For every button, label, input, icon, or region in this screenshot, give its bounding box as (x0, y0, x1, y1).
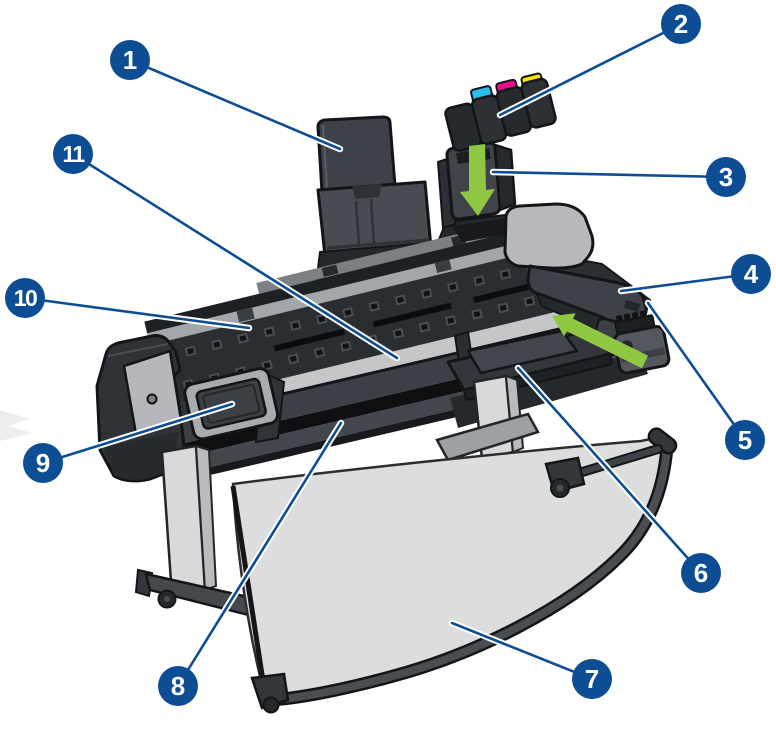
leader-line-3 (489, 168, 730, 181)
leader-line-6 (514, 364, 705, 577)
callout-10: 10 (5, 278, 45, 318)
cartridge-bay-opening (452, 218, 514, 242)
insert-printhead-arrow-icon (552, 313, 649, 369)
stand-right-leg (435, 374, 540, 462)
callout-2: 2 (661, 4, 701, 44)
screw-icon (146, 393, 158, 405)
leader-line-8 (174, 419, 345, 690)
leader-line-11 (69, 150, 401, 362)
basket-left-bracket (250, 672, 290, 710)
callout-4: 4 (731, 254, 771, 294)
front-left-wheel-icon (262, 696, 280, 714)
stand-left-leg (134, 444, 290, 688)
leader-line-7 (448, 619, 596, 683)
insert-cartridge-arrow-icon (460, 144, 495, 216)
leader-line-5 (644, 299, 749, 444)
leader-line-2 (496, 20, 685, 119)
callout-1: 1 (110, 40, 150, 80)
leader-line-9 (39, 400, 236, 467)
leader-line-10 (21, 294, 253, 332)
callout-5: 5 (725, 420, 765, 460)
callout-9: 9 (23, 443, 63, 483)
watermark-swoosh (0, 410, 32, 441)
callout-3: 3 (706, 157, 746, 197)
callout-6: 6 (681, 553, 721, 593)
callout-7: 7 (572, 659, 612, 699)
printhead-door (526, 264, 648, 331)
leader-lines (21, 20, 755, 690)
leader-line-1 (126, 56, 344, 153)
callout-11: 11 (53, 134, 93, 174)
right-end-cap (503, 202, 595, 270)
leader-line-4 (617, 270, 755, 295)
callout-8: 8 (158, 666, 198, 706)
